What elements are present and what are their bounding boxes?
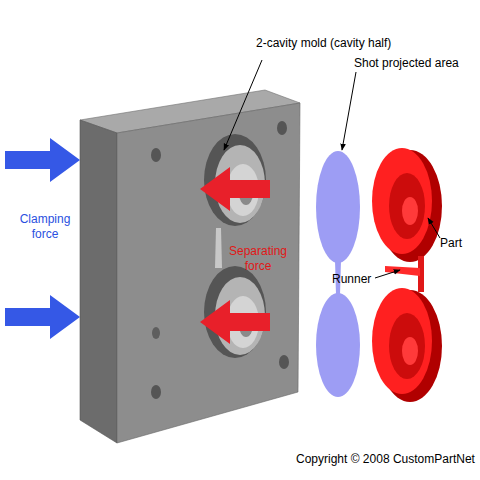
- separating-arrow: [200, 300, 270, 344]
- force-label: Clamping force: [12, 212, 78, 242]
- clamping-arrow: [5, 138, 80, 182]
- plate-cavity-face: [117, 103, 300, 443]
- mold-cavity: [204, 266, 266, 358]
- bolt-hole: [152, 327, 160, 339]
- leader-line: [428, 218, 440, 238]
- part-label: Runner: [332, 272, 392, 287]
- leader-line: [342, 72, 356, 150]
- runner-channel: [215, 228, 222, 268]
- part-hub: [402, 197, 418, 225]
- leader-line: [224, 60, 262, 150]
- projected-area: [316, 151, 360, 263]
- bolt-hole: [151, 148, 161, 162]
- bolt-hole: [279, 355, 289, 369]
- part-recess: [389, 173, 425, 239]
- force-label: Separating force: [222, 244, 294, 274]
- clamping-arrow: [5, 295, 80, 339]
- projected-area: [316, 293, 360, 397]
- bolt-hole: [277, 121, 287, 135]
- part-face: [372, 148, 432, 254]
- part-face: [372, 288, 432, 394]
- part-hub: [402, 337, 418, 365]
- part-label: Part: [440, 236, 480, 251]
- part-recess: [389, 313, 425, 379]
- part-label: Shot projected area: [354, 56, 480, 71]
- bolt-hole: [151, 385, 161, 399]
- separating-arrow: [200, 167, 270, 211]
- leader-line: [375, 270, 400, 278]
- plate-side-face: [80, 120, 117, 443]
- copyright-note: Copyright © 2008 CustomPartNet: [296, 452, 480, 467]
- sprue-piece: [385, 266, 420, 276]
- part-label: 2-cavity mold (cavity half): [256, 36, 456, 51]
